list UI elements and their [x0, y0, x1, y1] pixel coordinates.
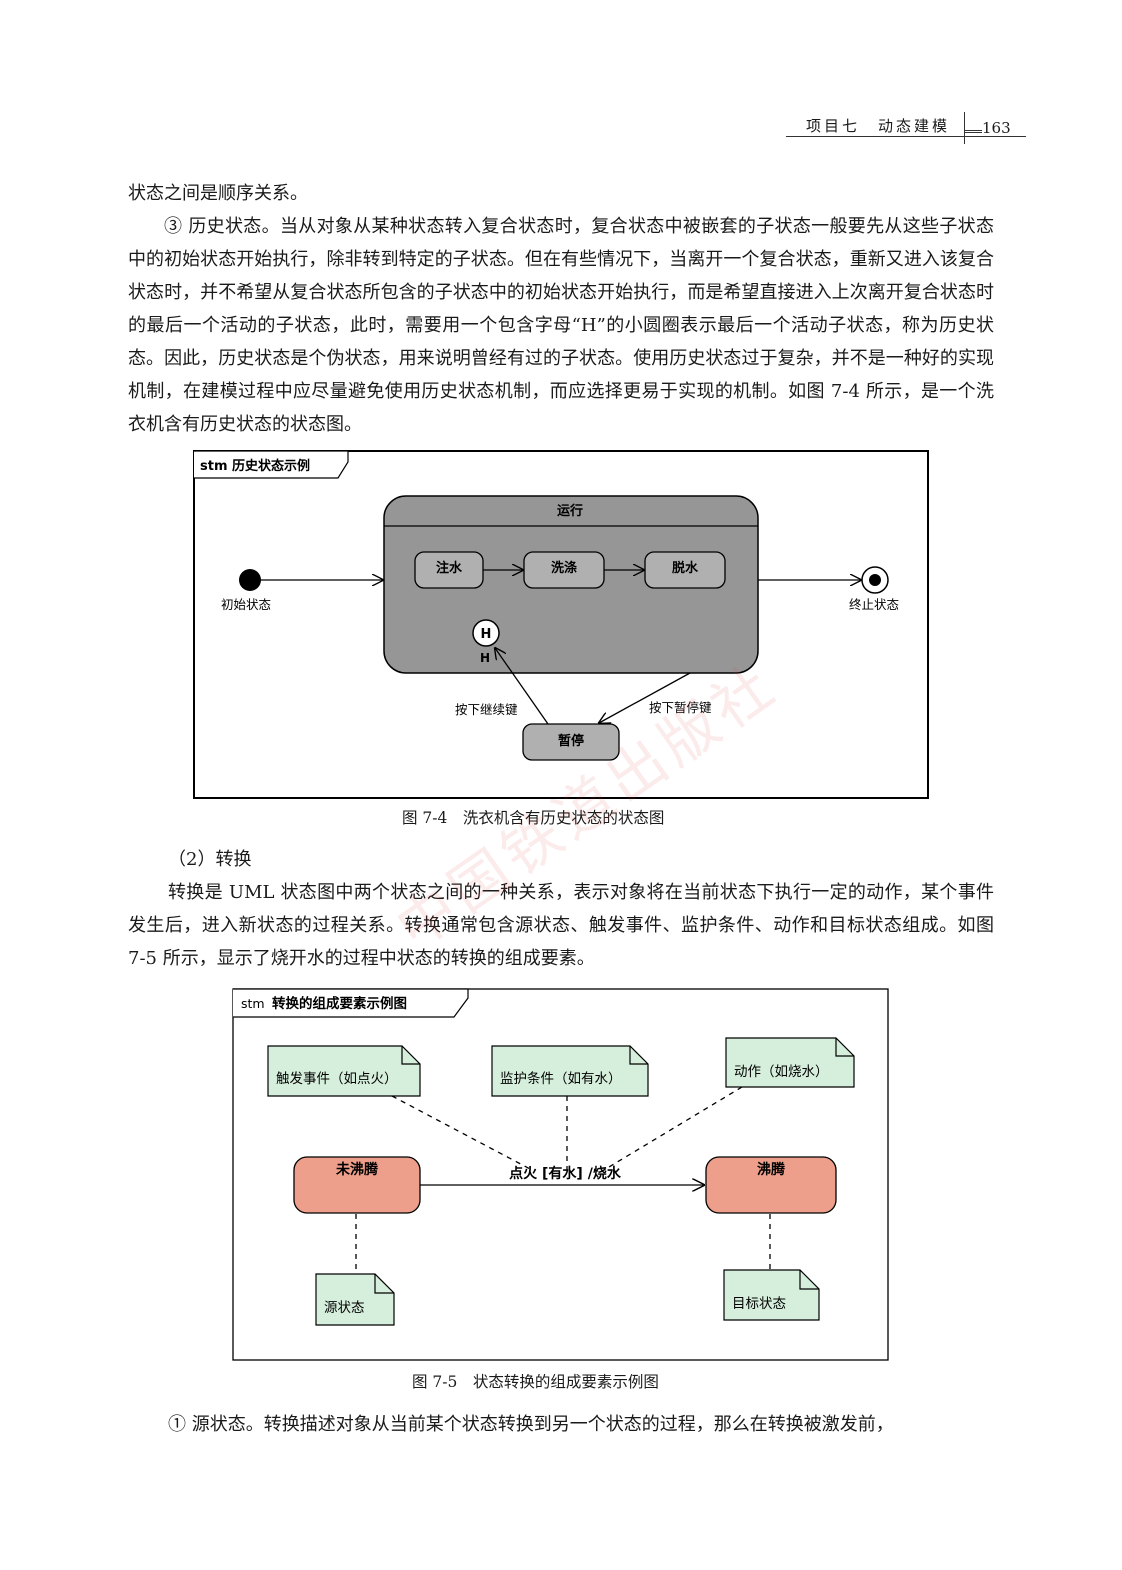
- initial-label: 初始状态: [221, 597, 271, 612]
- svg-text:监护条件（如有水）: 监护条件（如有水）: [500, 1070, 622, 1087]
- chapter-title: 项目七 动态建模: [806, 117, 951, 135]
- state-label: 脱水: [672, 560, 699, 576]
- history-state: [472, 619, 500, 647]
- frame-label: 转换的组成要素示例图: [272, 995, 407, 1012]
- state-boiling: [705, 1156, 837, 1214]
- page-number: 163: [982, 119, 1011, 137]
- state-pause: [522, 723, 620, 761]
- initial-state: [239, 569, 261, 591]
- state-label: 注水: [436, 560, 463, 576]
- subheading-transition: （2）转换: [168, 849, 252, 870]
- header-tick: [964, 112, 965, 144]
- header-bar: [964, 130, 982, 133]
- history-label: H: [480, 651, 490, 665]
- transition-label: 点火 [有水] /烧水: [509, 1165, 622, 1182]
- paragraph-1: 状态之间是顺序关系。: [128, 183, 308, 204]
- pause-label: 暂停: [558, 733, 584, 749]
- header-rule: [786, 136, 1026, 137]
- svg-text:源状态: 源状态: [324, 1300, 365, 1316]
- figure-7-4-caption: 图 7-4 洗衣机含有历史状态的状态图: [402, 809, 665, 827]
- frame-prefix: stm: [241, 996, 265, 1011]
- figure-transition-elements-diagram: stm 转换的组成要素示例图 触发事件（如点火） 监护条件（如有水） 动作（如烧…: [232, 988, 889, 1361]
- paragraph-transition: 转换是 UML 状态图中两个状态之间的一种关系，表示对象将在当前状态下执行一定的…: [128, 882, 994, 969]
- svg-text:目标状态: 目标状态: [732, 1296, 786, 1312]
- state-label: 洗涤: [551, 560, 577, 576]
- state-spin: [644, 551, 726, 589]
- running-header: 项目七 动态建模 163: [786, 112, 1026, 144]
- final-label: 终止状态: [849, 597, 899, 612]
- svg-text:未沸腾: 未沸腾: [336, 1161, 379, 1178]
- pause-key-label: 按下暂停键: [649, 700, 712, 715]
- note-guard: [491, 1045, 649, 1097]
- svg-text:沸腾: 沸腾: [757, 1161, 786, 1178]
- figure-history-state-diagram: stm 历史状态示例 运行 注水 洗涤 脱水 H H 初始状态 终止状态 暂停 …: [193, 450, 929, 799]
- note-action: [725, 1037, 855, 1088]
- frame-label: stm 历史状态示例: [200, 458, 310, 474]
- composite-label: 运行: [557, 503, 583, 519]
- svg-text:H: H: [481, 627, 492, 642]
- continue-key-label: 按下继续键: [455, 702, 518, 717]
- svg-text:动作（如烧水）: 动作（如烧水）: [734, 1064, 829, 1080]
- svg-text:触发事件（如点火）: 触发事件（如点火）: [276, 1071, 398, 1087]
- note-trigger: [267, 1045, 421, 1097]
- figure-7-5-caption: 图 7-5 状态转换的组成要素示例图: [412, 1373, 659, 1391]
- paragraph-history-state: ③ 历史状态。当从对象从某种状态转入复合状态时，复合状态中被嵌套的子状态一般要先…: [128, 216, 994, 435]
- note-target: [723, 1269, 820, 1321]
- paragraph-source-state: ① 源状态。转换描述对象从当前某个状态转换到另一个状态的过程，那么在转换被激发前…: [168, 1414, 894, 1435]
